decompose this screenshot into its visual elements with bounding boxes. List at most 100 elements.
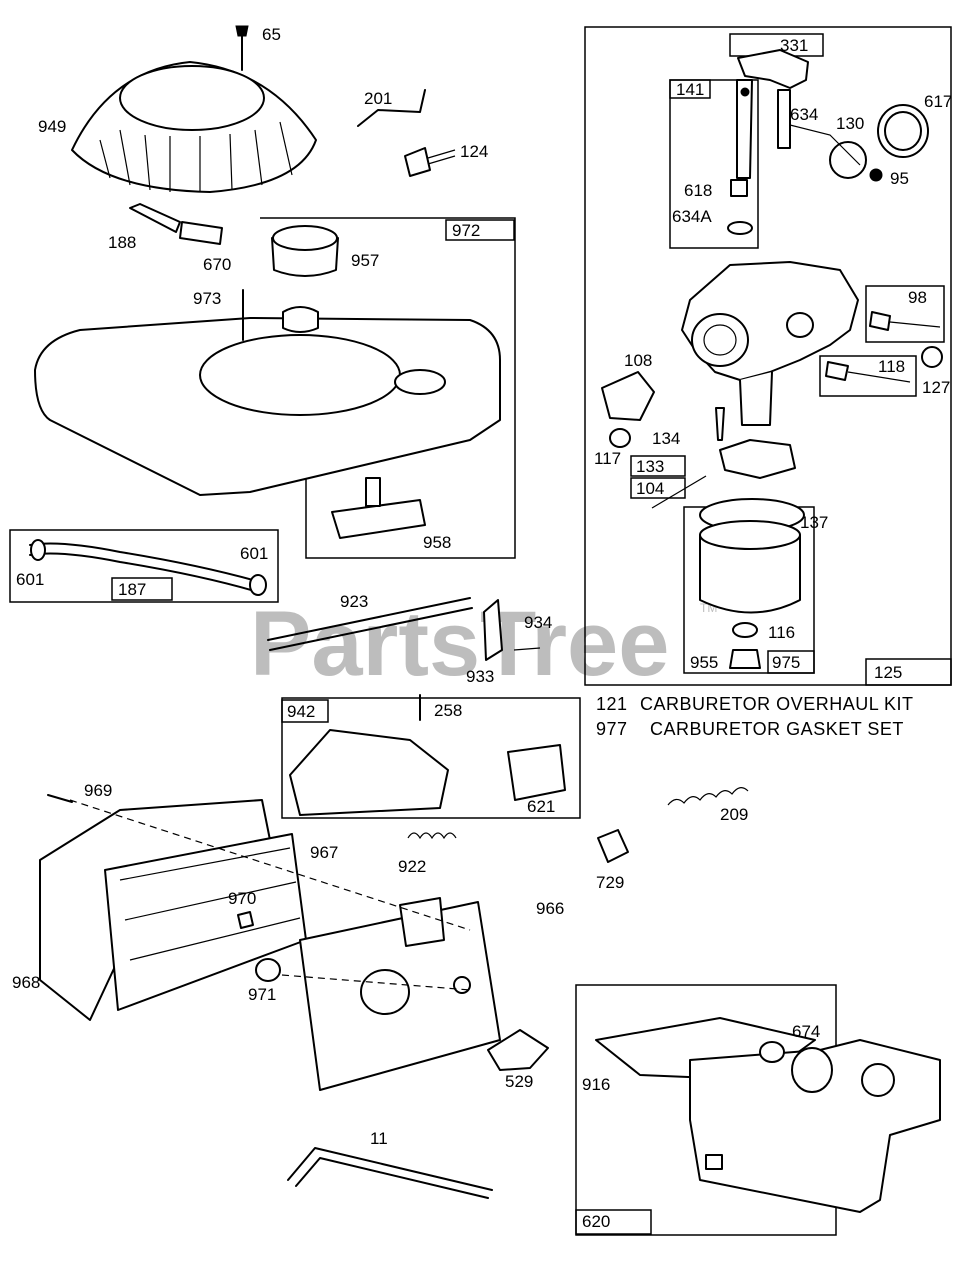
group-label-942: 942: [287, 702, 315, 721]
group-label-118: 118: [878, 357, 905, 376]
fuel-line: [29, 542, 261, 583]
inlet-needle: [715, 407, 725, 441]
spring-922: [407, 832, 457, 840]
fuel-neck: [282, 306, 319, 333]
label-621: 621: [527, 797, 555, 816]
bracket-hole-right: [861, 1063, 895, 1097]
clip-729: [597, 829, 629, 863]
label-127: 127: [922, 378, 950, 397]
group-box-187: [111, 577, 173, 601]
label-258: 258: [434, 701, 462, 720]
assembly-line-969: [69, 799, 471, 931]
label-137: 137: [800, 513, 828, 532]
label-618: 618: [684, 181, 712, 200]
carburetor-throat-inner: [703, 324, 737, 356]
label-971: 971: [248, 985, 276, 1004]
group-label-972: 972: [452, 221, 480, 240]
label-958: 958: [423, 533, 451, 552]
spacer-670: [179, 221, 223, 245]
label-134: 134: [652, 429, 680, 448]
throttle-valve: [829, 141, 867, 179]
carburetor-group-frame: [584, 26, 952, 686]
clamp-601-left: [30, 539, 46, 561]
float-bowl-rim: [699, 520, 801, 550]
label-955: 955: [690, 653, 718, 672]
label-934: 934: [524, 613, 552, 632]
wrench-11-edge: [295, 1157, 489, 1199]
group-box-942-frame: [281, 697, 581, 819]
choke-plate: [601, 371, 655, 421]
governor-link: [267, 597, 473, 651]
high-speed-screw-shaft: [847, 371, 911, 383]
group-box-187-frame: [9, 529, 279, 603]
label-188: 188: [108, 233, 136, 252]
group-label-975: 975: [772, 653, 800, 672]
group-label-141: 141: [676, 80, 704, 99]
label-601-right: 601: [240, 544, 268, 563]
carburetor-port: [786, 312, 814, 338]
label-970: 970: [228, 889, 256, 908]
label-95: 95: [890, 169, 909, 188]
watermark: PartsTree: [250, 593, 669, 695]
bracket-hole-large: [791, 1047, 833, 1093]
screw-188: [129, 203, 181, 233]
label-973: 973: [193, 289, 221, 308]
filter-pleats: [119, 847, 301, 961]
label-922: 922: [398, 857, 426, 876]
shutoff-valve-handle: [365, 477, 381, 507]
group-label-98: 98: [908, 288, 927, 307]
bracket-201: [357, 89, 426, 127]
fuel-cap-top: [272, 225, 338, 251]
kit-977-number: 977: [596, 719, 628, 739]
label-674: 674: [792, 1022, 820, 1041]
group-label-125: 125: [874, 663, 902, 682]
float: [719, 439, 796, 479]
group-label-331: 331: [780, 36, 808, 55]
label-529: 529: [505, 1072, 533, 1091]
leader-634-130: [789, 124, 861, 166]
group-tag-975: [767, 650, 815, 674]
kit-121-description: CARBURETOR OVERHAUL KIT: [640, 694, 914, 714]
screw-674: [759, 1041, 785, 1063]
fuel-line-edge: [29, 552, 259, 593]
carburetor-throat: [691, 313, 749, 367]
fuel-tank-hole: [394, 369, 446, 395]
group-box-118: [819, 355, 917, 397]
choke-shaft-seal: [727, 221, 753, 235]
group-label-133: 133: [636, 457, 664, 476]
label-201: 201: [364, 89, 392, 108]
screw-65-head: [235, 25, 249, 37]
elbow-529: [487, 1029, 549, 1071]
label-949: 949: [38, 117, 66, 136]
choke-shaft: [736, 79, 753, 179]
label-65: 65: [262, 25, 281, 44]
choke-return-spring: [730, 179, 748, 197]
label-968: 968: [12, 973, 40, 992]
screw-969: [47, 794, 73, 803]
group-box-972: [260, 217, 516, 559]
governor-lever-621: [507, 744, 566, 801]
label-601-left: 601: [16, 570, 44, 589]
bolt-124-shaft: [427, 149, 456, 165]
label-117: 117: [594, 449, 621, 468]
group-label-104: 104: [636, 479, 664, 498]
group-label-187: 187: [118, 580, 146, 599]
screw-970: [237, 911, 254, 929]
cover-966-tab: [399, 897, 445, 947]
o-ring-127: [921, 346, 943, 368]
governor-control-plate: [289, 729, 449, 816]
label-957: 957: [351, 251, 379, 270]
label-617: 617: [924, 92, 952, 111]
label-116: 116: [768, 623, 795, 642]
label-670: 670: [203, 255, 231, 274]
throttle-shaft-lever: [737, 49, 809, 89]
float-bowl: [699, 534, 801, 614]
fuel-tank-opening: [199, 334, 401, 416]
group-tag-141: [669, 79, 711, 99]
label-916: 916: [582, 1075, 610, 1094]
cover-top: [119, 65, 265, 131]
assembly-line-971: [281, 974, 471, 991]
label-11: 11: [370, 1129, 388, 1148]
float-hinge-pin: [651, 475, 707, 509]
